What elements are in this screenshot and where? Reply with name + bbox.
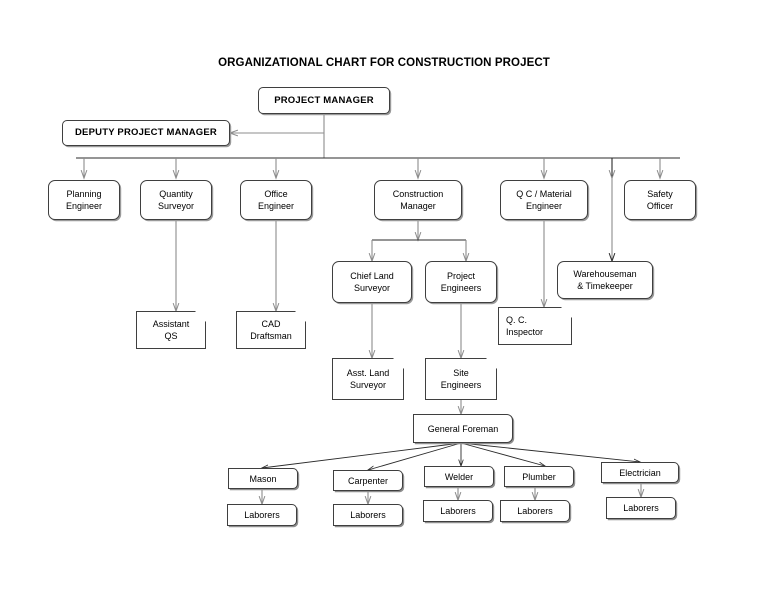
node-quantity-surveyor[interactable]: Quantity Surveyor [140,180,212,220]
node-project-engineers[interactable]: Project Engineers [425,261,497,303]
node-laborers-welder[interactable]: Laborers [423,500,493,522]
node-site-engineers[interactable]: Site Engineers [425,358,497,400]
node-plumber[interactable]: Plumber [504,466,574,487]
node-deputy-project-manager[interactable]: DEPUTY PROJECT MANAGER [62,120,230,146]
node-laborers-electrician[interactable]: Laborers [606,497,676,519]
node-qc-material-engineer[interactable]: Q C / Material Engineer [500,180,588,220]
node-laborers-carpenter[interactable]: Laborers [333,504,403,526]
node-office-engineer[interactable]: Office Engineer [240,180,312,220]
node-carpenter[interactable]: Carpenter [333,470,403,491]
node-safety-officer[interactable]: Safety Officer [624,180,696,220]
node-cad-draftsman[interactable]: CAD Draftsman [236,311,306,349]
node-welder[interactable]: Welder [424,466,494,487]
node-planning-engineer[interactable]: Planning Engineer [48,180,120,220]
node-laborers-mason[interactable]: Laborers [227,504,297,526]
node-warehouseman-timekeeper[interactable]: Warehouseman & Timekeeper [557,261,653,299]
node-project-manager[interactable]: PROJECT MANAGER [258,87,390,114]
node-general-foreman[interactable]: General Foreman [413,414,513,443]
page-title: ORGANIZATIONAL CHART FOR CONSTRUCTION PR… [218,57,550,69]
node-electrician[interactable]: Electrician [601,462,679,483]
node-assistant-qs[interactable]: Assistant QS [136,311,206,349]
node-construction-manager[interactable]: Construction Manager [374,180,462,220]
node-asst-land-surveyor[interactable]: Asst. Land Surveyor [332,358,404,400]
node-laborers-plumber[interactable]: Laborers [500,500,570,522]
node-qc-inspector[interactable]: Q. C. Inspector [498,307,572,345]
node-mason[interactable]: Mason [228,468,298,489]
node-chief-land-surveyor[interactable]: Chief Land Surveyor [332,261,412,303]
